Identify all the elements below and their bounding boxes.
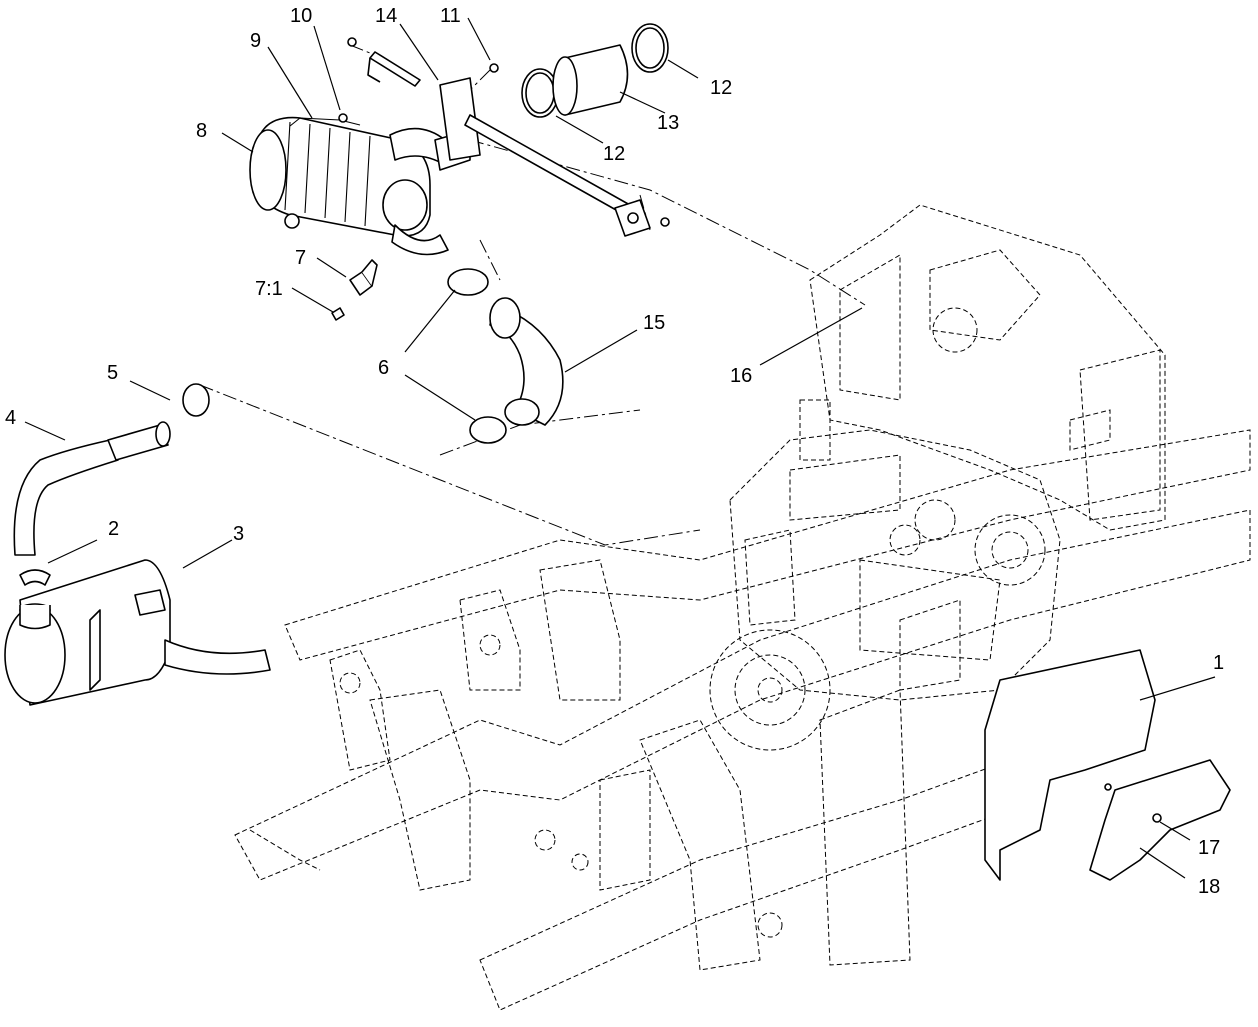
callout-10: 10 xyxy=(290,5,312,27)
heat-shields xyxy=(984,649,1231,881)
callout-11: 11 xyxy=(440,5,461,27)
chassis-frame xyxy=(234,429,1251,1011)
callout-18: 18 xyxy=(1198,876,1220,898)
callout-3: 3 xyxy=(233,523,244,545)
callout-7-1: 7:1 xyxy=(255,278,283,300)
engine-assembly xyxy=(709,399,1061,751)
rear-enclosure xyxy=(809,204,1166,531)
callout-14: 14 xyxy=(375,5,397,27)
air-cleaner xyxy=(249,113,471,256)
callout-12b: 12 xyxy=(603,143,625,165)
callout-17: 17 xyxy=(1198,837,1220,859)
callout-4: 4 xyxy=(5,407,16,429)
callout-9: 9 xyxy=(250,30,261,52)
callout-13: 13 xyxy=(657,112,679,134)
callout-1: 1 xyxy=(1213,652,1224,674)
evacuator-valve xyxy=(331,259,378,321)
callout-8: 8 xyxy=(196,120,207,142)
leader-lines xyxy=(24,17,1216,879)
callout-labels: 1 2 3 4 5 6 7 7:1 8 9 10 11 12 12 13 14 … xyxy=(5,5,1224,898)
callout-6: 6 xyxy=(378,357,389,379)
callout-5: 5 xyxy=(107,362,118,384)
callout-16: 16 xyxy=(730,365,752,387)
callout-2: 2 xyxy=(108,518,119,540)
callout-12a: 12 xyxy=(710,77,732,99)
intake-hose xyxy=(447,268,564,444)
clamp-and-sleeve xyxy=(521,23,669,118)
exhaust-pipe xyxy=(13,383,210,556)
mounting-bracket xyxy=(347,37,670,237)
callout-15: 15 xyxy=(643,312,665,334)
callout-7: 7 xyxy=(295,247,306,269)
muffler xyxy=(4,559,271,706)
